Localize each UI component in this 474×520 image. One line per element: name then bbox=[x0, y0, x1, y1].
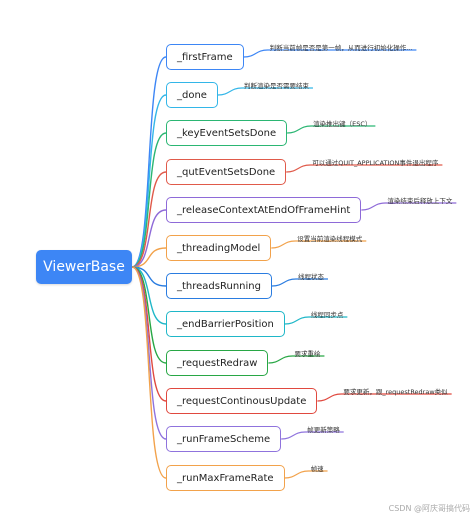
branch-note: 设置当前渲染线程模式 bbox=[297, 235, 363, 243]
branch-connector bbox=[131, 209, 167, 268]
branch-note: 帧更新策略 bbox=[307, 426, 340, 434]
note-connector bbox=[271, 240, 367, 249]
note-connector bbox=[286, 164, 443, 173]
branch-node[interactable]: _qutEventSetsDone bbox=[166, 159, 287, 185]
note-connector bbox=[271, 278, 328, 287]
branch-node[interactable]: _runFrameScheme bbox=[166, 426, 282, 452]
branch-note: 渲染推出键（ESC） bbox=[313, 120, 372, 128]
branch-note: 要求更新，跟_requestRedraw类似 bbox=[343, 388, 448, 396]
root-node[interactable]: ViewerBase bbox=[36, 250, 132, 284]
branch-node[interactable]: _keyEventSetsDone bbox=[166, 120, 288, 146]
branch-note: 判断当前帧是否是第一帧，从而进行初始化操作... bbox=[269, 44, 413, 52]
branch-node-label: _firstFrame bbox=[177, 51, 233, 63]
branch-note: 线程状态 bbox=[297, 273, 324, 281]
branch-note: 线程同步点 bbox=[310, 311, 344, 319]
branch-note: 要求重绘 bbox=[294, 350, 321, 358]
branch-note: 帧速 bbox=[310, 465, 324, 473]
branch-node[interactable]: _done bbox=[166, 82, 218, 108]
note-connector bbox=[317, 393, 452, 402]
note-connector bbox=[284, 316, 348, 325]
note-connector bbox=[281, 431, 344, 440]
branch-connector bbox=[131, 266, 167, 325]
branch-node[interactable]: _threadingModel bbox=[166, 235, 272, 261]
branch-node-label: _requestContinousUpdate bbox=[177, 395, 307, 407]
branch-note: 判断渲染是否需要结束 bbox=[243, 82, 309, 90]
root-node-label: ViewerBase bbox=[43, 259, 125, 275]
branch-node-label: _qutEventSetsDone bbox=[177, 166, 276, 178]
branch-node[interactable]: _requestRedraw bbox=[166, 350, 269, 376]
branch-node-label: _runMaxFrameRate bbox=[177, 472, 274, 484]
watermark: CSDN @阿庆哥搞代码 bbox=[388, 504, 470, 513]
branch-connector bbox=[131, 94, 167, 268]
branch-node-label: _runFrameScheme bbox=[177, 433, 271, 445]
branch-node-label: _endBarrierPosition bbox=[177, 318, 274, 330]
branch-note: 渲染结束后释放上下文 bbox=[387, 197, 453, 205]
note-connector bbox=[361, 202, 457, 211]
branch-node-label: _threadingModel bbox=[177, 242, 261, 254]
branch-node[interactable]: _releaseContextAtEndOfFrameHint bbox=[166, 197, 362, 223]
branch-node-label: _threadsRunning bbox=[177, 280, 261, 292]
branch-node-label: _releaseContextAtEndOfFrameHint bbox=[177, 204, 351, 216]
branch-node[interactable]: _endBarrierPosition bbox=[166, 311, 285, 337]
branch-node[interactable]: _firstFrame bbox=[166, 44, 244, 70]
branch-node[interactable]: _runMaxFrameRate bbox=[166, 465, 285, 491]
branch-note: 可以通过QUIT_APPLICATION事件退出程序 bbox=[312, 159, 439, 167]
branch-connector bbox=[131, 132, 167, 268]
branch-node-label: _requestRedraw bbox=[177, 357, 258, 369]
branch-node-label: _keyEventSetsDone bbox=[177, 127, 277, 139]
note-connector bbox=[287, 125, 376, 134]
branch-connector bbox=[131, 266, 167, 479]
note-connector bbox=[217, 87, 313, 96]
branch-node-label: _done bbox=[177, 89, 207, 101]
note-connector bbox=[243, 49, 417, 58]
note-connector bbox=[284, 470, 328, 479]
branch-connector bbox=[131, 247, 167, 268]
note-connector bbox=[268, 355, 325, 364]
branch-node[interactable]: _requestContinousUpdate bbox=[166, 388, 318, 414]
branch-node[interactable]: _threadsRunning bbox=[166, 273, 272, 299]
branch-connector bbox=[131, 171, 167, 268]
